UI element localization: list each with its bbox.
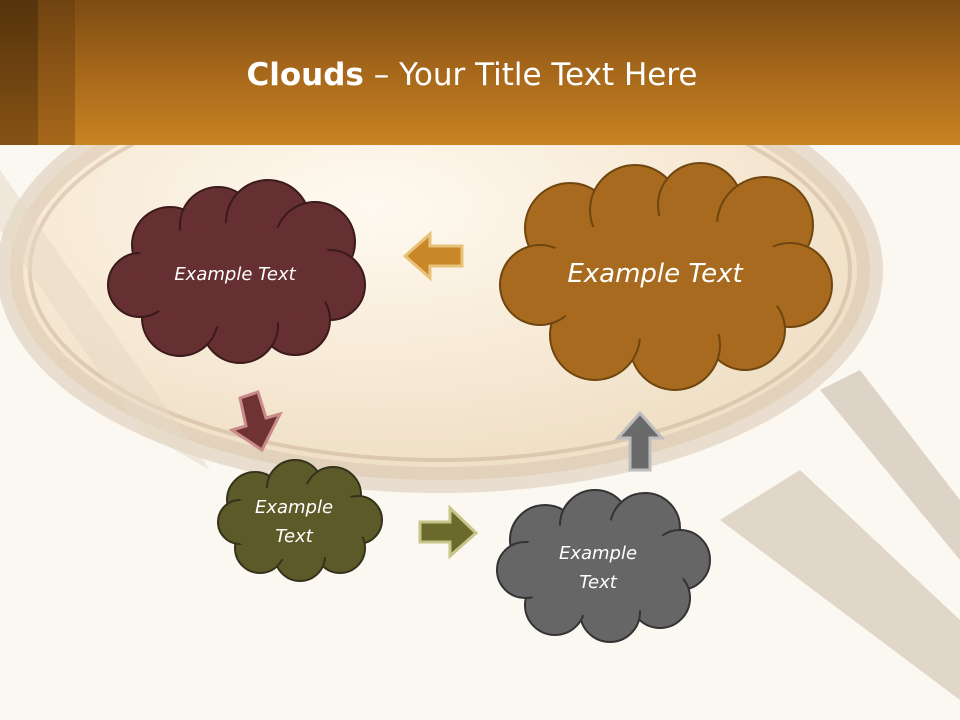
cloud-middle-left-line1: Example bbox=[254, 497, 334, 518]
cloud-bottom-right-line1: Example bbox=[558, 543, 638, 564]
cloud-middle-left-text: Example Text bbox=[228, 493, 360, 551]
cloud-top-left[interactable] bbox=[107, 179, 366, 364]
title-rest-text: Your Title Text Here bbox=[399, 57, 698, 93]
title-bar: Clouds – Your Title Text Here bbox=[0, 0, 960, 145]
arrow-down bbox=[228, 390, 283, 453]
cloud-top-right[interactable] bbox=[499, 162, 833, 391]
arrow-left bbox=[402, 230, 464, 282]
cloud-middle-left[interactable] bbox=[217, 459, 383, 582]
arrow-right bbox=[418, 504, 479, 560]
cloud-bottom-right-text: Example Text bbox=[527, 539, 669, 597]
cloud-top-right-text: Example Text bbox=[567, 259, 743, 289]
arrow-up bbox=[614, 410, 666, 472]
title-dash: – bbox=[363, 57, 400, 93]
header-accent-strip bbox=[0, 0, 38, 145]
slide-title[interactable]: Clouds – Your Title Text Here bbox=[0, 55, 944, 95]
cloud-bottom-right-line2: Text bbox=[579, 572, 617, 593]
cloud-bottom-right[interactable] bbox=[496, 489, 711, 643]
cloud-top-left-text: Example Text bbox=[174, 264, 296, 285]
title-bold-text: Clouds bbox=[246, 57, 364, 93]
cloud-middle-left-line2: Text bbox=[275, 526, 313, 547]
header-accent-strip bbox=[38, 0, 75, 145]
